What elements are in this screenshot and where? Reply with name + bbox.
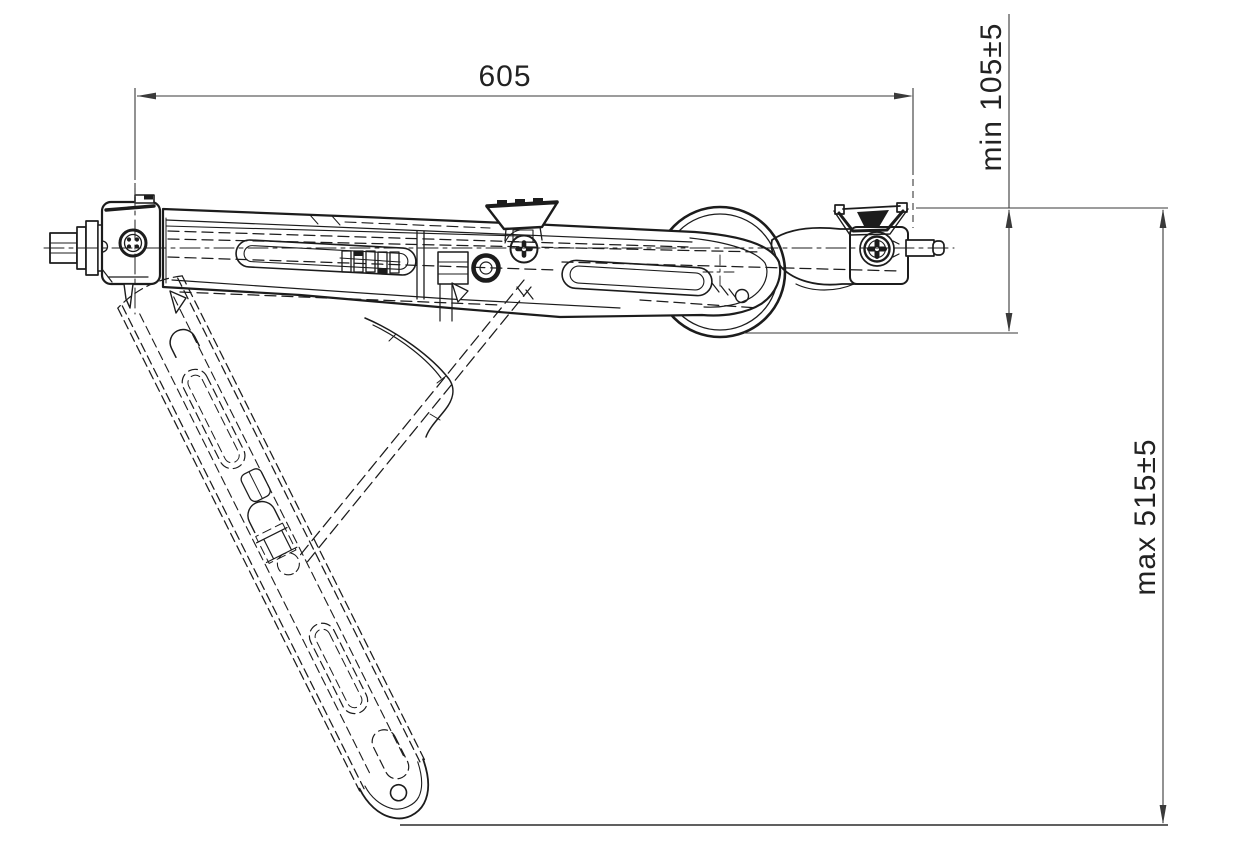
dim-min-arrow-top <box>1005 209 1013 228</box>
dim-width-label: 605 <box>478 60 531 93</box>
mid-saddle <box>485 198 559 243</box>
arm-hole <box>734 288 750 304</box>
dim-min-arrow-bottom <box>1005 313 1013 332</box>
hidden-lines <box>167 221 901 309</box>
dim-max-arrow-top <box>1159 209 1167 228</box>
upper-arm <box>161 207 782 319</box>
hatch-ticks <box>516 282 737 300</box>
pivot-screw-mid <box>504 229 539 264</box>
rack-teeth <box>339 250 401 274</box>
dim-max-arrow-bottom <box>1159 805 1167 824</box>
lower-arm-folded <box>117 275 429 820</box>
dim-max-label: max 515±5 <box>1129 438 1162 595</box>
slot-1 <box>235 239 417 276</box>
dimension-min-height: min 105±5 <box>744 14 1168 334</box>
right-saddle <box>833 202 909 236</box>
dim-min-label: min 105±5 <box>975 23 1008 172</box>
dimension-max-height: max 515±5 <box>1129 209 1167 824</box>
dim-width-arrow-right <box>894 92 913 100</box>
pivot-screw-right <box>859 231 900 267</box>
dimension-width: 605 <box>134 60 914 228</box>
crank-rod <box>364 317 454 438</box>
jack-drawing <box>43 185 955 820</box>
dim-width-arrow-left <box>137 92 156 100</box>
lead-screw-folded <box>296 279 532 567</box>
